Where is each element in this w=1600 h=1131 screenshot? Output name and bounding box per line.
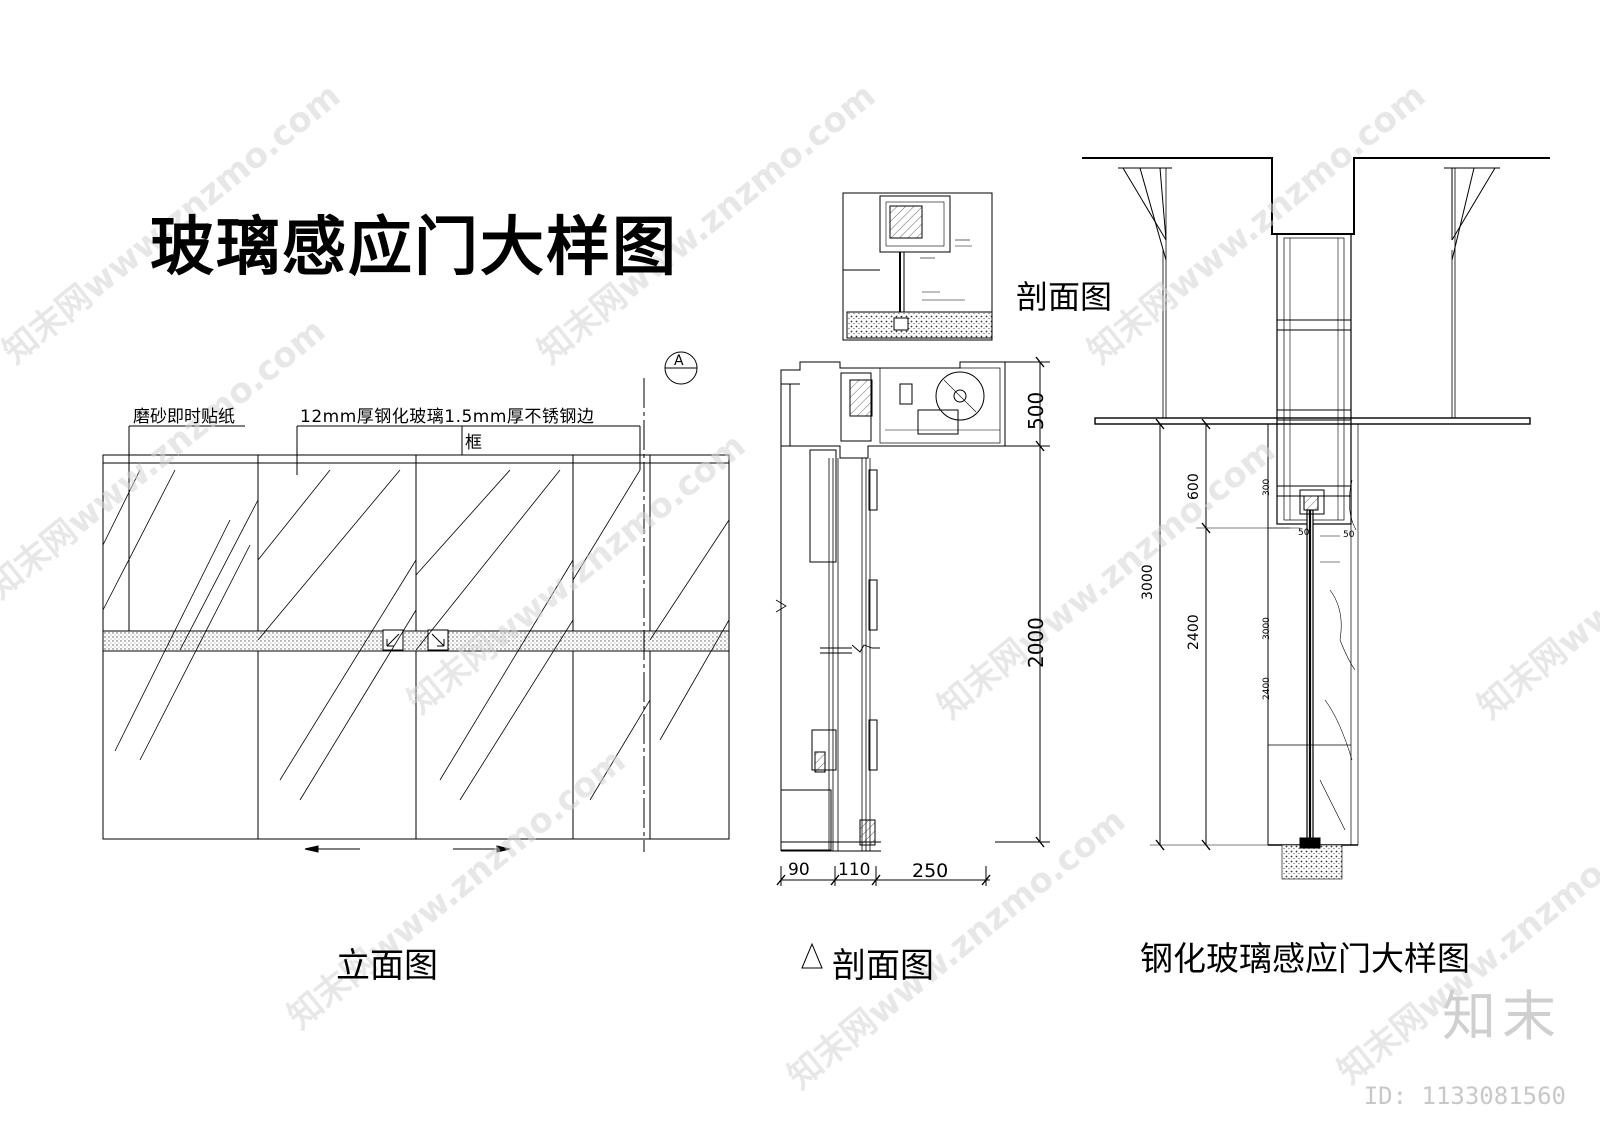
watermark-diagonal-text: 知末网www.znzmo.com [930,431,1283,727]
dim-90: 90 [788,860,810,880]
dim-2000: 2000 [1024,617,1048,668]
elevation-view [102,351,730,853]
caption-elevation: 立面图 [336,946,438,986]
dim-250: 250 [912,860,949,882]
small-dim-50b: 50 [1343,530,1355,540]
watermark-diagonal-text: 知末网www.znzmo.com [1470,431,1600,727]
note-tempered-glass: 12mm厚钢化玻璃1.5mm厚不锈钢边 [300,407,595,427]
watermark-brand: 知末 [1442,985,1562,1048]
watermark-diagonal-text: 知末网www.znzmo.com [400,426,753,722]
dim-3000: 3000 [1140,564,1156,600]
caption-section-a: 剖面图 [832,946,934,986]
small-dim-2400: 2400 [1262,677,1272,700]
detail-view [1082,157,1550,880]
small-dim-300: 300 [1262,478,1272,496]
note-frosted-sticker: 磨砂即时贴纸 [133,407,235,427]
caption-detail: 钢化玻璃感应门大样图 [1140,939,1470,978]
note-tempered-glass-line2: 框 [465,433,482,453]
watermark-diagonal-text: 知末网www.znzmo.com [1080,76,1433,372]
small-dim-50a: 50 [1298,528,1310,538]
dim-500: 500 [1024,391,1048,430]
watermark-diagonal-text: 知末网www.znzmo.com [0,311,333,607]
dim-110: 110 [838,860,871,880]
section-marker-a: A [674,353,684,369]
small-dim-3000: 3000 [1262,617,1272,640]
dim-600: 600 [1186,473,1202,500]
watermark-diagonal-text: 知末网www.znzmo.com [280,741,633,1037]
section-a-view [775,192,1050,969]
label-section-inset: 剖面图 [1016,278,1113,316]
watermark-id: ID: 1133081560 [1363,1082,1566,1110]
dim-2400: 2400 [1186,614,1202,650]
page-title: 玻璃感应门大样图 [150,211,678,285]
